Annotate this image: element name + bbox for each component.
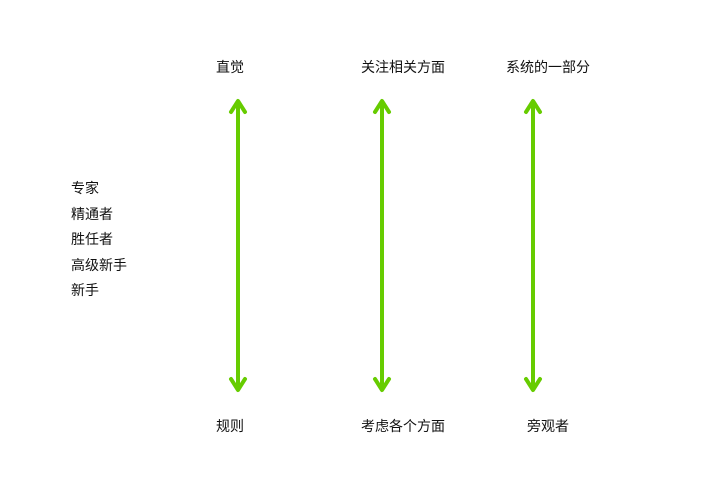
dimension-3-top-label: 系统的一部分 bbox=[506, 60, 590, 76]
level-proficient: 精通者 bbox=[71, 206, 113, 223]
level-novice: 新手 bbox=[71, 283, 99, 299]
double-arrow-2 bbox=[373, 99, 391, 392]
double-arrow-1 bbox=[229, 99, 247, 392]
level-competent: 胜任者 bbox=[71, 232, 113, 248]
dimension-1-top-label: 直觉 bbox=[216, 60, 244, 76]
skill-level-list: 专家 精通者 胜任者 高级新手 新手 bbox=[71, 177, 127, 305]
double-arrow-3 bbox=[524, 99, 542, 392]
level-expert: 专家 bbox=[71, 181, 99, 197]
dimension-1-bottom-label: 规则 bbox=[216, 419, 244, 435]
dimension-2-bottom-label: 考虑各个方面 bbox=[361, 419, 445, 435]
dimension-3-bottom-label: 旁观者 bbox=[527, 419, 569, 435]
level-advanced-beginner: 高级新手 bbox=[71, 257, 127, 274]
dimension-2-top-label: 关注相关方面 bbox=[361, 60, 445, 76]
